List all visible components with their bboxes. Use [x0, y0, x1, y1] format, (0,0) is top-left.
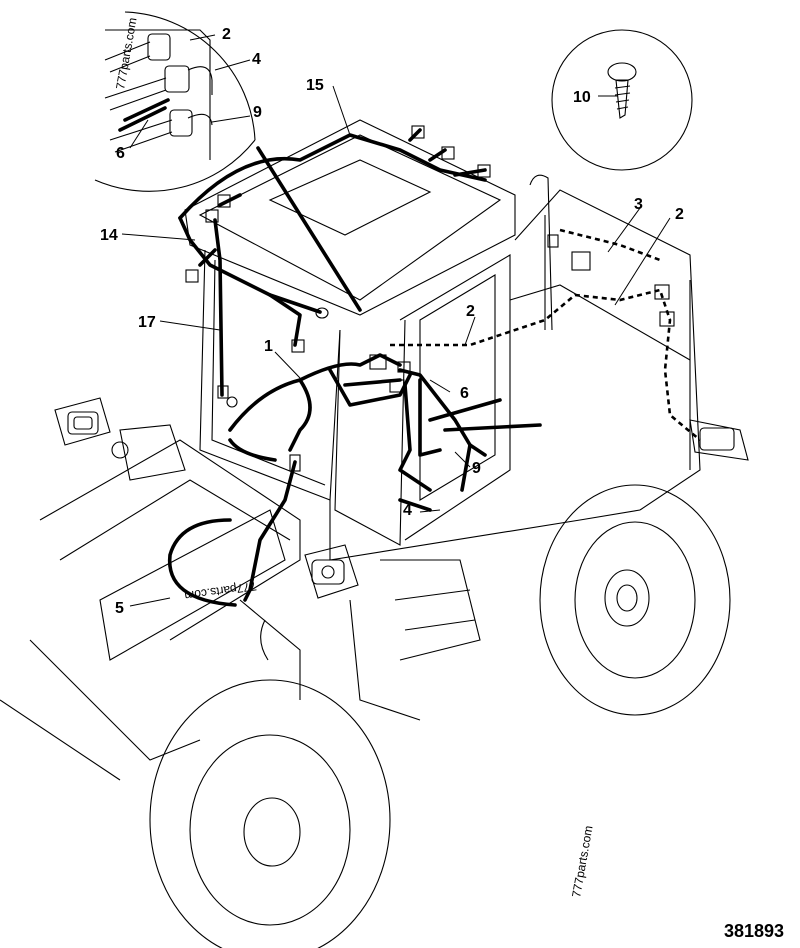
figure-number: 381893: [724, 921, 784, 941]
console-harness: [398, 368, 542, 512]
callout-6-cab: 6: [460, 385, 469, 402]
callout-4-detail: 4: [252, 51, 261, 68]
watermark-bottom: 777parts.com: [569, 824, 595, 898]
callout-1: 1: [264, 338, 273, 355]
loader-harness: [167, 460, 297, 607]
harness-connectors: [185, 125, 491, 472]
callout-14: 14: [100, 227, 118, 244]
callout-9-cab: 9: [472, 460, 481, 477]
callout-labels: 1 2 2 2 3 4 4 5 6 6 9 9 10 14 15 17: [100, 26, 684, 617]
rear-body-connectors: [547, 234, 675, 327]
callout-2-detail: 2: [222, 26, 231, 43]
callout-15: 15: [306, 77, 324, 94]
callout-5: 5: [115, 600, 124, 617]
callout-10: 10: [573, 89, 591, 106]
front-work-lamp-left: [54, 397, 111, 446]
callout-6-detail: 6: [116, 145, 125, 162]
callout-3: 3: [634, 196, 643, 213]
callout-2-cab: 2: [466, 303, 475, 320]
callout-2-rear: 2: [675, 206, 684, 223]
front-harness: [178, 216, 322, 397]
detail-inset-screw: [551, 29, 693, 171]
roof-harness: [178, 128, 487, 220]
machine-outline: [0, 119, 731, 948]
front-work-lamp-right: [304, 544, 359, 599]
watermark-inset: 777parts.com: [113, 16, 139, 90]
detail-inset-connectors: [94, 11, 362, 312]
callout-4-cab: 4: [403, 502, 412, 519]
callout-9-detail: 9: [253, 104, 262, 121]
leader-lines: [121, 34, 671, 607]
dash-harness: [228, 353, 412, 462]
callout-17: 17: [138, 314, 156, 331]
